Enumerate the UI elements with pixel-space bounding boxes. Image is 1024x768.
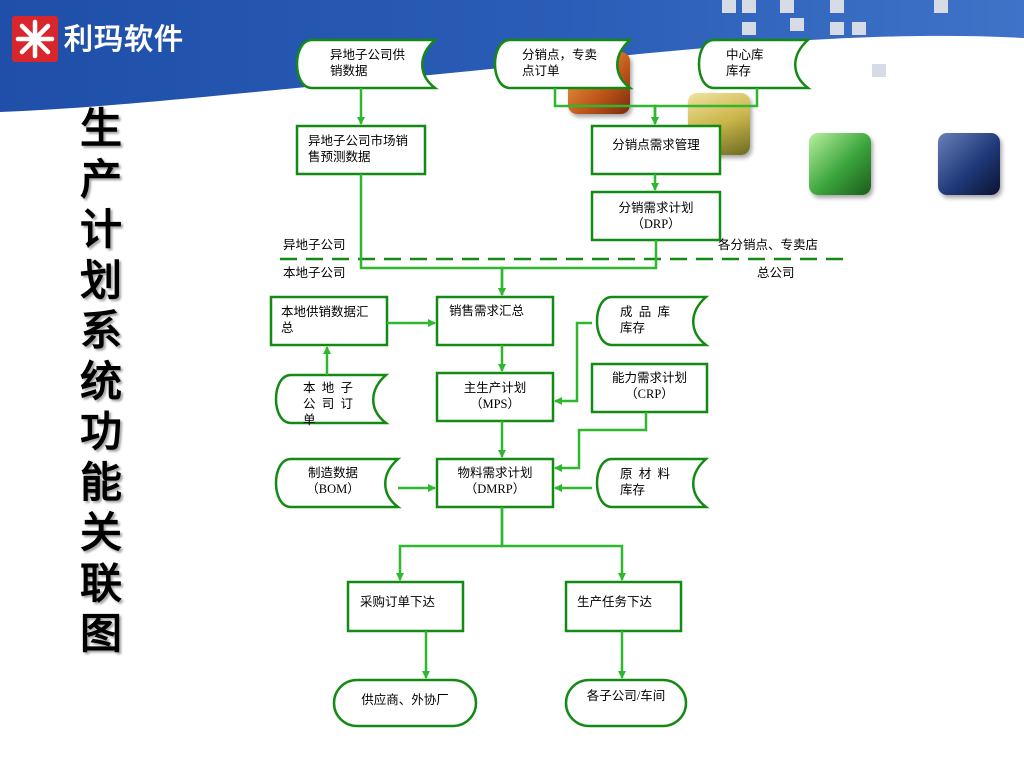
arrow-central-inventory-to-demand-mgmt — [651, 88, 759, 125]
raw-inventory-node — [595, 457, 710, 509]
dmrp-label-1: 物料需求计划 — [457, 466, 533, 480]
zone-branches-stores: 各分销点、专卖店 — [718, 238, 819, 252]
local-orders-node — [274, 373, 390, 425]
suppliers-node — [332, 678, 478, 728]
arrow-drp-to-sales-summary — [498, 240, 658, 296]
raw-inventory-label-1: 原 材 料 — [620, 467, 671, 481]
production-task-label: 生产任务下达 — [577, 595, 653, 609]
finished-inventory-node — [595, 295, 710, 347]
subsidiary-workshop-label: 各子公司/车间 — [586, 689, 666, 703]
branch-orders-label: 分销点，专卖点订单 — [522, 48, 598, 78]
drp-node — [590, 190, 722, 242]
branch-orders-node — [493, 38, 634, 90]
bom-node — [274, 457, 402, 509]
central-inventory-label-1: 中心库 — [726, 48, 764, 62]
remote-forecast-label: 异地子公司市场销售预测数据 — [308, 134, 409, 164]
finished-inventory-label-1: 成 品 库 — [620, 305, 671, 319]
raw-inventory-label-2: 库存 — [620, 483, 646, 497]
arrow-crp-to-dmrp — [554, 412, 648, 472]
production-task-node — [564, 580, 683, 633]
page-title: 生产计划系统功能关联图 — [79, 104, 122, 658]
brand-name: 利玛软件 — [64, 22, 185, 56]
branch-demand-mgmt-label: 分销点需求管理 — [612, 138, 700, 152]
purchase-order-label: 采购订单下达 — [360, 595, 436, 609]
crp-label-1: 能力需求计划 — [611, 371, 687, 385]
subsidiary-workshop-node — [564, 678, 688, 728]
hand-gesture-photo-icon — [938, 133, 1000, 195]
crp-label-2: （CRP） — [625, 387, 674, 401]
mps-node — [435, 371, 555, 423]
mps-label-1: 主生产计划 — [463, 381, 527, 395]
zone-remote-subsidiary: 异地子公司 — [283, 238, 346, 252]
zone-local-subsidiary: 本地子公司 — [283, 266, 346, 280]
computer-photo-icon — [809, 133, 871, 195]
branch-demand-mgmt-node — [590, 124, 722, 176]
central-inventory-node — [697, 38, 812, 90]
local-supply-summary-node — [269, 295, 389, 347]
arrow-forecast-to-sales-summary — [359, 174, 506, 296]
crp-node — [590, 362, 709, 414]
purchase-order-node — [346, 580, 465, 633]
sales-demand-summary-label: 销售需求汇总 — [449, 304, 525, 318]
remote-supply-data-node — [295, 38, 439, 90]
arrow-finished-inventory-to-mps — [554, 321, 592, 405]
drp-label-1: 分销需求计划 — [618, 201, 694, 215]
remote-supply-data-label: 异地子公司供销数据 — [330, 48, 406, 78]
decorative-squares — [722, 0, 948, 77]
arrow-branch-orders-to-demand-mgmt — [553, 88, 659, 125]
drp-label-2: （DRP） — [631, 217, 681, 231]
bom-label-1: 制造数据 — [307, 466, 358, 480]
arrow-dmrp-to-purchase — [396, 507, 504, 581]
local-orders-label-3: 单 — [303, 413, 316, 427]
sales-demand-summary-node — [435, 295, 555, 347]
suppliers-label: 供应商、外协厂 — [361, 693, 449, 707]
dmrp-node — [435, 457, 555, 509]
local-orders-label-2: 公 司 订 — [303, 397, 354, 411]
finished-inventory-label-2: 库存 — [620, 321, 646, 335]
local-supply-summary-label: 本地供销数据汇总 — [281, 305, 369, 335]
arrow-dmrp-to-production — [500, 507, 626, 581]
logo-star-icon — [12, 16, 58, 62]
mps-label-2: （MPS） — [469, 397, 521, 411]
local-orders-label-1: 本 地 子 — [303, 381, 354, 395]
bom-label-2: （BOM） — [306, 482, 360, 496]
central-inventory-label-2: 库存 — [726, 64, 752, 78]
dmrp-label-2: （DMRP） — [464, 482, 526, 496]
zone-headquarters: 总公司 — [757, 266, 795, 280]
